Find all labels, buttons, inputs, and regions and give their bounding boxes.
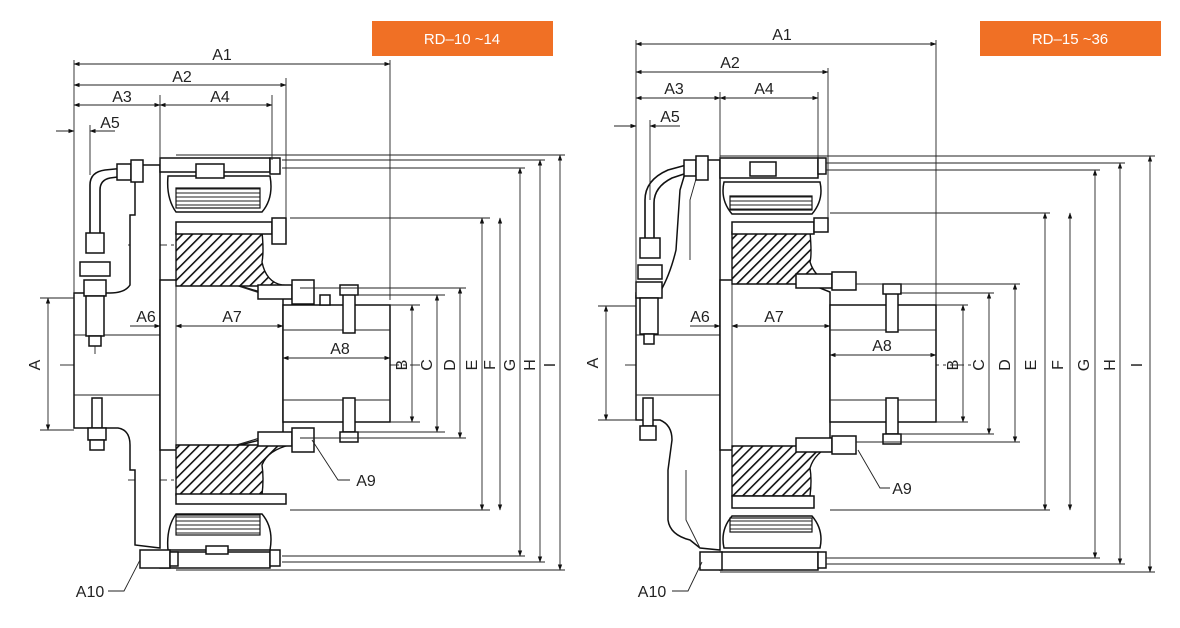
dim-label-e-right: E [1023,360,1040,371]
dim-label-e-left: E [464,360,481,371]
dim-label-a2-left: A2 [172,69,192,86]
dim-label-a5-left: A5 [100,115,120,132]
dim-label-a6-left: A6 [136,309,156,326]
dim-label-a8-left: A8 [330,341,350,358]
dim-label-a5-right: A5 [660,109,680,126]
dim-label-h-right: H [1102,359,1119,371]
dim-label-a4-left: A4 [210,89,230,106]
dim-label-a6-right: A6 [690,309,710,326]
dim-label-g-right: G [1076,359,1093,371]
dim-label-a10-right: A10 [638,584,667,601]
dim-label-a1-right: A1 [772,27,792,44]
dim-label-c-right: C [971,359,988,371]
model-badge-right: RD–15 ~36 [980,21,1161,56]
model-badge-right-text: RD–15 ~36 [1032,31,1108,48]
dim-label-a7-left: A7 [222,309,242,326]
dim-label-a10-left: A10 [76,584,105,601]
dim-label-f-left: F [482,360,499,370]
dim-label-a-right: A [585,357,602,368]
dim-label-b-left: B [394,360,411,371]
dim-label-a7-right: A7 [764,309,784,326]
model-badge-left-text: RD–10 ~14 [424,31,500,48]
dim-label-d-left: D [442,359,459,371]
dim-label-a2-right: A2 [720,55,740,72]
dim-label-a9-right: A9 [892,481,912,498]
dim-label-h-left: H [522,359,539,371]
dim-label-a-left: A [27,359,44,370]
dim-label-a3-left: A3 [112,89,132,106]
dim-label-i-left: I [542,363,559,367]
dim-label-a8-right: A8 [872,338,892,355]
drawing-rd-15-36 [598,40,1155,592]
dim-label-a4-right: A4 [754,81,774,98]
dim-label-a3-right: A3 [664,81,684,98]
dim-label-g-left: G [502,359,519,371]
drawing-rd-10-14 [40,60,565,592]
dim-label-i-right: I [1129,363,1146,367]
dim-label-a9-left: A9 [356,473,376,490]
dim-label-a1-left: A1 [212,47,232,64]
dim-label-f-right: F [1050,360,1067,370]
dim-label-c-left: C [419,359,436,371]
dim-label-b-right: B [945,360,962,371]
dim-label-d-right: D [997,359,1014,371]
model-badge-left: RD–10 ~14 [372,21,553,56]
